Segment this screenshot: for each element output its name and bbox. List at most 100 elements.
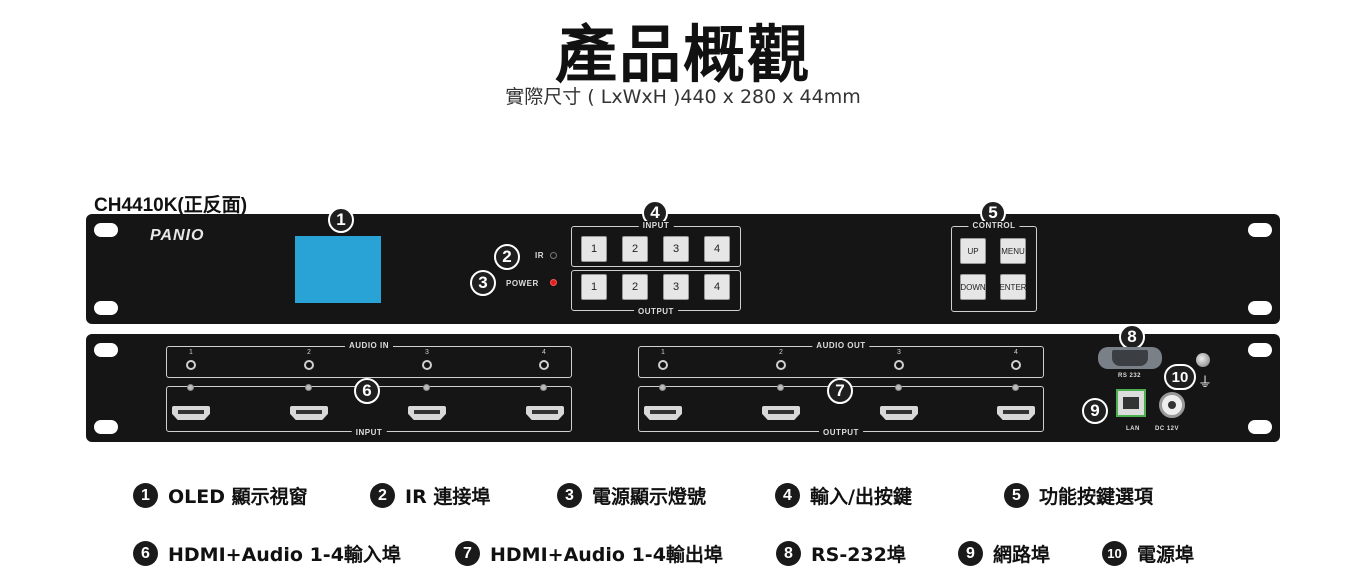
audio-out-jack-1	[658, 360, 668, 370]
dimensions-subtitle: 實際尺寸 ( LxWxH )440 x 280 x 44mm	[505, 86, 861, 108]
up-key[interactable]: UP	[960, 238, 986, 264]
legend-badge: 9	[958, 541, 983, 566]
legend-item-4: 4 輸入/出按鍵	[775, 482, 912, 509]
legend-text: OLED 顯示視窗	[168, 486, 308, 508]
hdmi-out-port-1	[644, 406, 682, 420]
input-key-1[interactable]: 1	[581, 236, 607, 262]
legend-text: 功能按鍵選項	[1039, 486, 1154, 508]
badge-7: 7	[827, 378, 853, 404]
output-key-2[interactable]: 2	[622, 274, 648, 300]
audio-in-jack-2	[304, 360, 314, 370]
output-key-4[interactable]: 4	[704, 274, 730, 300]
audio-out-jack-3	[894, 360, 904, 370]
ground-icon: ⏚	[1198, 375, 1212, 391]
legend-text: IR 連接埠	[405, 486, 491, 508]
control-key-group: CONTROL	[951, 221, 1037, 312]
enter-key[interactable]: ENTER	[999, 274, 1027, 300]
badge-10: 10	[1164, 364, 1196, 390]
legend-badge: 6	[133, 541, 158, 566]
rack-ear-hole	[94, 420, 118, 434]
port-number: 2	[779, 349, 783, 356]
legend-badge: 7	[455, 541, 480, 566]
legend-item-9: 9 網路埠	[958, 540, 1050, 567]
legend-text: 輸入/出按鍵	[810, 486, 912, 508]
badge-9: 9	[1082, 398, 1108, 424]
rack-ear-hole	[94, 223, 118, 237]
ir-sensor	[550, 252, 557, 259]
audio-in-jack-4	[539, 360, 549, 370]
hdmi-out-port-3	[880, 406, 918, 420]
rs232-port	[1098, 347, 1162, 369]
audio-in-jack-3	[422, 360, 432, 370]
legend-text: 網路埠	[993, 544, 1051, 566]
badge-1: 1	[328, 207, 354, 233]
rack-ear-hole	[1248, 301, 1272, 315]
legend-badge: 8	[776, 541, 801, 566]
legend-item-10: 10 電源埠	[1102, 540, 1194, 567]
audio-out-group: AUDIO OUT	[638, 341, 1044, 378]
hdmi-input-title: INPUT	[351, 428, 387, 437]
rack-ear-hole	[94, 301, 118, 315]
rack-ear-hole	[1248, 343, 1272, 357]
audio-in-title: AUDIO IN	[345, 341, 393, 350]
legend-text: RS-232埠	[811, 544, 906, 566]
control-group-title: CONTROL	[968, 221, 1020, 230]
legend-badge: 5	[1004, 483, 1029, 508]
legend-badge: 3	[557, 483, 582, 508]
page-title: 產品概觀	[554, 18, 811, 91]
hdmi-out-led	[777, 384, 784, 391]
down-key[interactable]: DOWN	[960, 274, 986, 300]
model-label: CH4410K(正反面)	[94, 195, 248, 216]
hdmi-out-led	[895, 384, 902, 391]
dc-label: DC 12V	[1155, 426, 1180, 432]
input-key-3[interactable]: 3	[663, 236, 689, 262]
rack-ear-hole	[1248, 420, 1272, 434]
brand-logo: PANIO	[150, 227, 205, 244]
legend-item-2: 2 IR 連接埠	[370, 482, 490, 509]
port-number: 1	[661, 349, 665, 356]
legend-item-5: 5 功能按鍵選項	[1004, 482, 1153, 509]
ir-label: IR	[535, 251, 544, 260]
legend-item-1: 1 OLED 顯示視窗	[133, 482, 308, 509]
port-number: 3	[425, 349, 429, 356]
hdmi-in-port-4	[526, 406, 564, 420]
hdmi-out-led	[1012, 384, 1019, 391]
badge-6: 6	[354, 378, 380, 404]
hdmi-in-port-2	[290, 406, 328, 420]
output-key-3[interactable]: 3	[663, 274, 689, 300]
hdmi-in-led	[540, 384, 547, 391]
hdmi-out-port-2	[762, 406, 800, 420]
legend-text: 電源顯示燈號	[592, 486, 707, 508]
badge-3: 3	[470, 270, 496, 296]
legend-badge: 10	[1102, 541, 1127, 566]
power-label: POWER	[506, 279, 539, 288]
hdmi-in-led	[187, 384, 194, 391]
lan-port	[1116, 389, 1146, 417]
input-key-4[interactable]: 4	[704, 236, 730, 262]
legend-badge: 2	[370, 483, 395, 508]
legend-item-7: 7 HDMI+Audio 1-4輸出埠	[455, 540, 723, 567]
hdmi-output-title: OUTPUT	[819, 428, 863, 437]
input-key-2[interactable]: 2	[622, 236, 648, 262]
legend-item-8: 8 RS-232埠	[776, 540, 906, 567]
rs232-label: RS 232	[1118, 373, 1142, 379]
audio-in-jack-1	[186, 360, 196, 370]
power-led	[550, 279, 557, 286]
menu-key[interactable]: MENU	[1000, 238, 1026, 264]
port-number: 1	[189, 349, 193, 356]
port-number: 4	[542, 349, 546, 356]
audio-in-group: AUDIO IN	[166, 341, 572, 378]
hdmi-in-port-1	[172, 406, 210, 420]
hdmi-in-port-3	[408, 406, 446, 420]
lan-label: LAN	[1126, 426, 1140, 432]
port-number: 2	[307, 349, 311, 356]
legend-badge: 1	[133, 483, 158, 508]
dc-power-jack	[1159, 392, 1185, 418]
legend-item-6: 6 HDMI+Audio 1-4輸入埠	[133, 540, 401, 567]
output-key-1[interactable]: 1	[581, 274, 607, 300]
input-group-title: INPUT	[638, 221, 674, 230]
rear-panel: AUDIO IN 1 2 3 4 INPUT 6 AUDIO OUT 1 2 3…	[86, 324, 1280, 442]
port-number: 3	[897, 349, 901, 356]
rack-ear-hole	[1248, 223, 1272, 237]
hdmi-in-led	[423, 384, 430, 391]
